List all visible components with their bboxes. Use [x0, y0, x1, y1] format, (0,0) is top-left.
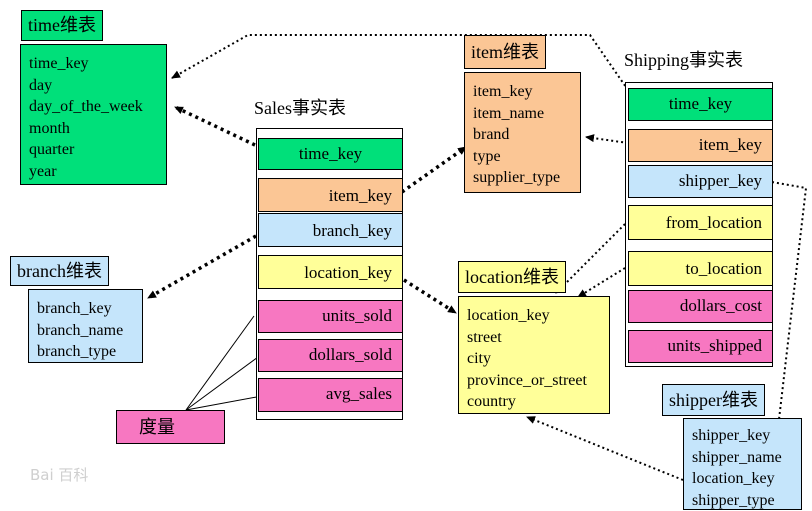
item-dim-field: item_name	[473, 103, 572, 125]
item-dim-field: supplier_type	[473, 167, 572, 189]
sales-key-item: item_key	[258, 178, 403, 212]
arrow-shipper-location	[527, 417, 683, 480]
shipping-key-from-location: from_location	[628, 205, 773, 240]
measure-label: 度量	[116, 410, 225, 444]
location-dim-field: city	[467, 348, 601, 370]
branch-dim-field: branch_key	[37, 298, 134, 320]
time-dim-field: day_of_the_week	[29, 96, 158, 118]
branch-dim-title: branch维表	[10, 256, 109, 286]
arrow-sales-item	[402, 147, 466, 192]
shipping-fact-title: Shipping事实表	[624, 46, 743, 72]
shipping-key-shipper: shipper_key	[628, 165, 773, 198]
measure-line-1	[186, 316, 254, 410]
item-dim-title: item维表	[464, 35, 546, 69]
time-dim-field: year	[29, 161, 158, 183]
branch-dim-field: branch_type	[37, 341, 134, 363]
arrow-sales-time	[175, 107, 255, 145]
sales-fact-title: Sales事实表	[254, 94, 346, 120]
shipping-key-item: item_key	[628, 129, 773, 162]
sales-key-branch: branch_key	[258, 213, 403, 247]
time-dim-field: time_key	[29, 53, 158, 75]
sales-measure-dollars-sold: dollars_sold	[258, 339, 403, 372]
arrow-shipping-item	[586, 137, 628, 143]
time-dim-title: time维表	[21, 10, 103, 41]
arrow-shipping-shipper	[772, 182, 806, 428]
arrow-from-location	[556, 224, 625, 293]
item-dim-field: item_key	[473, 81, 572, 103]
time-dim-field: month	[29, 118, 158, 140]
shipping-measure-units-shipped: units_shipped	[628, 330, 773, 363]
sales-measure-units-sold: units_sold	[258, 300, 403, 333]
shipper-dim-field: shipper_name	[692, 447, 793, 469]
shipper-dim-fields: shipper_key shipper_name location_key sh…	[683, 418, 802, 510]
location-dim-fields: location_key street city province_or_str…	[458, 296, 610, 414]
shipper-dim-field: shipper_type	[692, 490, 793, 511]
time-dim-field: quarter	[29, 139, 158, 161]
arrow-to-location	[578, 268, 625, 297]
watermark: Bai 百科	[30, 464, 88, 485]
item-dim-field: type	[473, 146, 572, 168]
location-dim-field: street	[467, 327, 601, 349]
arrow-sales-location	[404, 280, 456, 313]
item-dim-field: brand	[473, 124, 572, 146]
branch-dim-fields: branch_key branch_name branch_type	[28, 289, 143, 363]
sales-key-location: location_key	[258, 255, 403, 289]
location-dim-title: location维表	[458, 261, 566, 293]
time-dim-fields: time_key day day_of_the_week month quart…	[20, 44, 167, 185]
measure-line-2	[186, 357, 258, 410]
shipping-key-to-location: to_location	[628, 251, 773, 286]
sales-key-time: time_key	[258, 138, 403, 170]
location-dim-field: country	[467, 391, 601, 413]
shipping-measure-dollars-cost: dollars_cost	[628, 290, 773, 323]
sales-measure-avg-sales: avg_sales	[258, 378, 403, 412]
shipper-dim-field: shipper_key	[692, 425, 793, 447]
shipper-dim-field: location_key	[692, 468, 793, 490]
item-dim-fields: item_key item_name brand type supplier_t…	[464, 72, 581, 193]
measure-line-3	[186, 396, 262, 410]
arrow-sales-branch	[148, 236, 256, 298]
shipper-dim-title: shipper维表	[662, 384, 765, 416]
shipping-key-time: time_key	[628, 88, 773, 121]
location-dim-field: province_or_street	[467, 370, 601, 392]
location-dim-field: location_key	[467, 305, 601, 327]
branch-dim-field: branch_name	[37, 320, 134, 342]
time-dim-field: day	[29, 75, 158, 97]
